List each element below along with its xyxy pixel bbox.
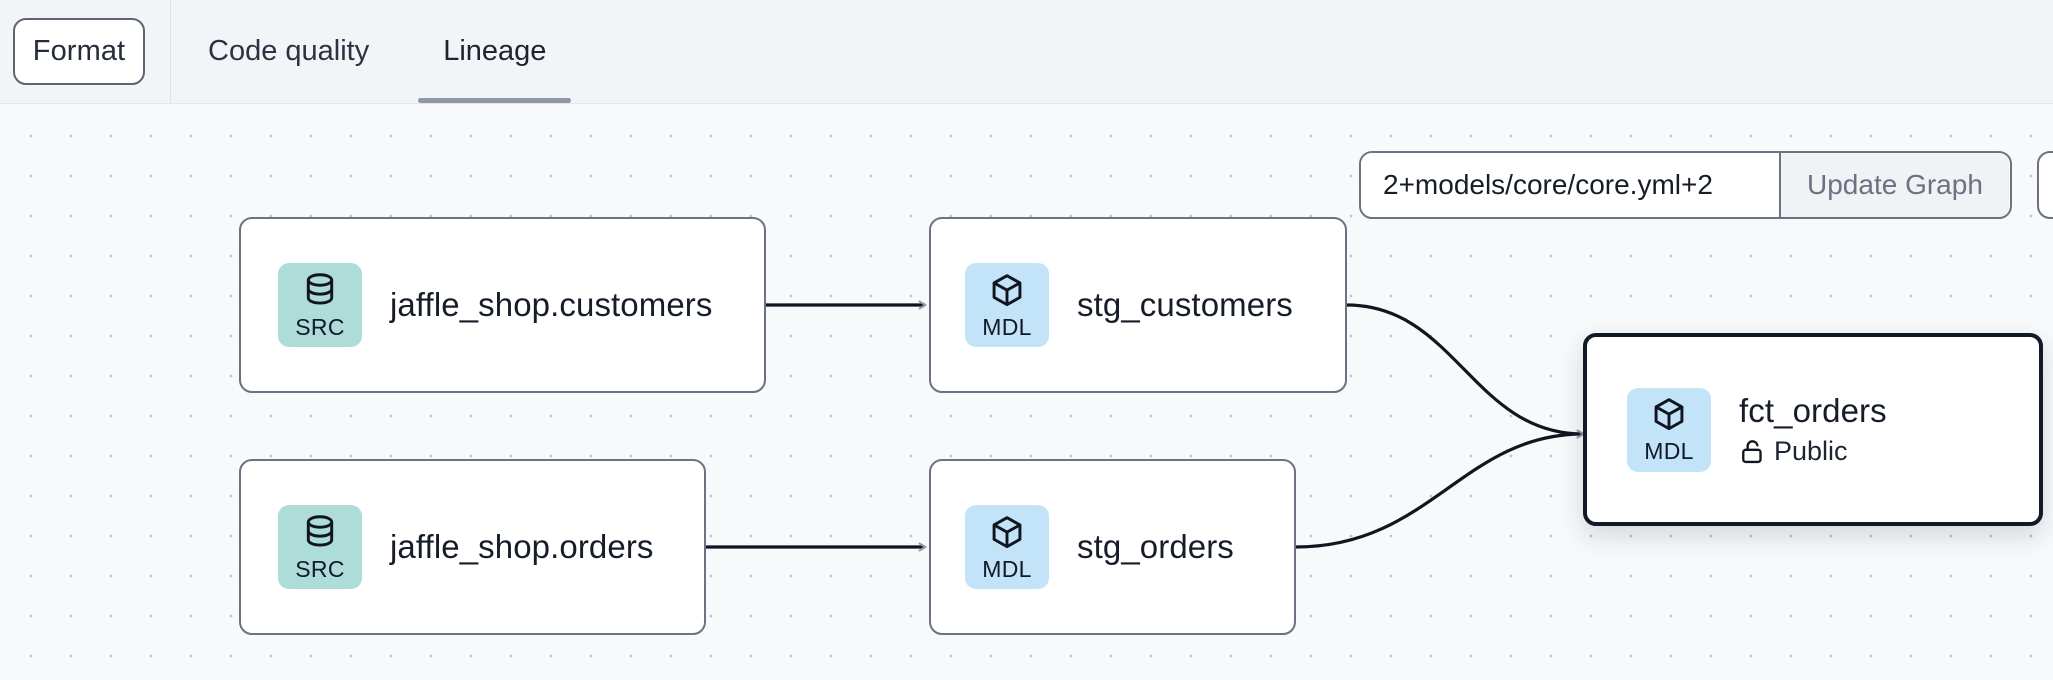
node-body: fct_orders Public	[1739, 392, 1887, 467]
format-button-group: Format	[0, 0, 171, 103]
tab-active-underline	[418, 98, 572, 103]
lineage-node-stg-customers[interactable]: MDL stg_customers	[929, 217, 1347, 393]
badge-mdl: MDL	[1627, 387, 1711, 472]
unlock-icon	[1742, 440, 1762, 464]
database-icon	[306, 272, 334, 305]
badge-src-label: SRC	[295, 555, 345, 582]
database-icon	[306, 514, 334, 547]
node-body: stg_orders	[1077, 528, 1234, 566]
node-title: jaffle_shop.customers	[390, 286, 713, 323]
node-title: stg_customers	[1077, 286, 1293, 323]
node-title: jaffle_shop.orders	[390, 528, 654, 565]
node-access-row: Public	[1739, 436, 1887, 467]
node-body: jaffle_shop.customers	[390, 286, 713, 324]
update-graph-button[interactable]: Update Graph	[1779, 153, 2009, 217]
badge-mdl-label: MDL	[1644, 438, 1694, 464]
lineage-node-jaffle-shop-orders[interactable]: SRC jaffle_shop.orders	[239, 459, 706, 635]
node-body: stg_customers	[1077, 286, 1293, 324]
tab-code-quality-label: Code quality	[208, 35, 370, 67]
badge-src-label: SRC	[295, 313, 345, 340]
lineage-node-stg-orders[interactable]: MDL stg_orders	[929, 459, 1296, 635]
graph-selector-toolbar: Update Graph	[1359, 151, 2012, 219]
tab-lineage-label: Lineage	[443, 35, 547, 67]
cube-icon	[1654, 398, 1684, 431]
tab-code-quality[interactable]: Code quality	[171, 0, 406, 103]
cube-icon	[992, 515, 1022, 548]
lineage-node-fct-orders[interactable]: MDL fct_orders Public	[1583, 333, 2043, 526]
tab-bar: Code quality Lineage	[171, 0, 583, 103]
cube-icon	[992, 273, 1022, 306]
node-title: stg_orders	[1077, 528, 1234, 565]
node-access-label: Public	[1774, 436, 1848, 466]
badge-mdl-label: MDL	[982, 555, 1032, 582]
format-button[interactable]: Format	[13, 18, 145, 85]
tab-lineage[interactable]: Lineage	[406, 0, 583, 103]
badge-src: SRC	[278, 263, 362, 347]
badge-mdl: MDL	[965, 505, 1049, 589]
lineage-canvas[interactable]: SRC jaffle_shop.customers MDL stg_custom…	[0, 104, 2053, 680]
graph-toolbar-overflow-button[interactable]	[2037, 151, 2053, 219]
badge-mdl: MDL	[965, 263, 1049, 347]
badge-src: SRC	[278, 505, 362, 589]
lineage-node-jaffle-shop-customers[interactable]: SRC jaffle_shop.customers	[239, 217, 766, 393]
graph-selector-input[interactable]	[1361, 153, 1779, 217]
badge-mdl-label: MDL	[982, 313, 1032, 340]
edge-stg-orders-to-fct-orders	[1295, 429, 1585, 549]
top-toolbar: Format Code quality Lineage	[0, 0, 2053, 104]
edge-stg-customers-to-fct-orders	[1346, 303, 1585, 439]
node-title: fct_orders	[1739, 392, 1887, 429]
node-body: jaffle_shop.orders	[390, 528, 654, 566]
